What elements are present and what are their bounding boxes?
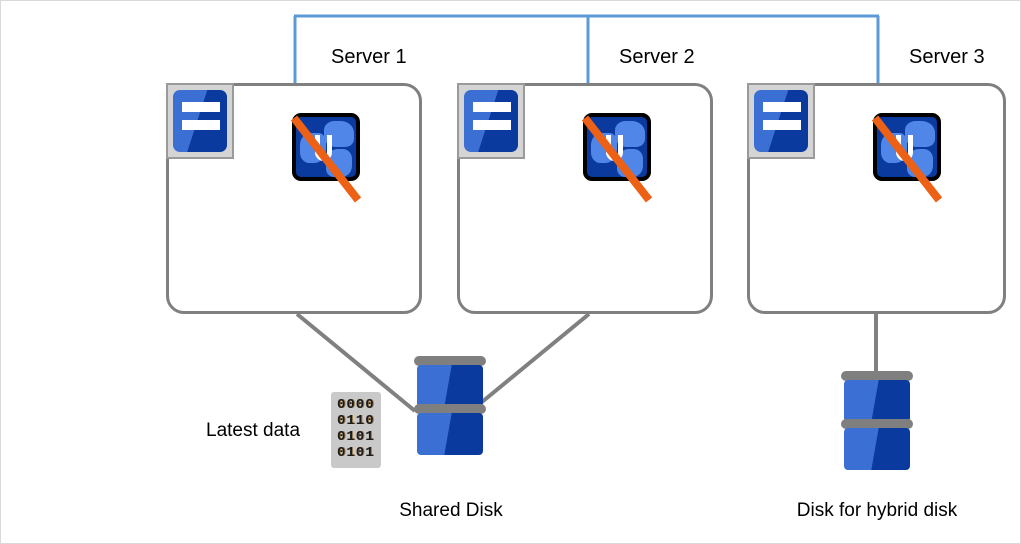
cluster-disabled-icon — [290, 113, 362, 203]
server-rack-body — [754, 90, 808, 152]
shared-disk-caption-line-1: Shared Disk — [399, 500, 503, 521]
server-rack-icon — [457, 83, 525, 159]
server-label-1: Server 1 — [331, 46, 407, 68]
disk-platter-lower — [844, 428, 910, 470]
server-rack-bar-top — [182, 102, 220, 112]
disk-platter-lower — [417, 413, 483, 455]
interconnect-network-lines — [293, 14, 880, 83]
binary-row: 0110 — [337, 413, 375, 429]
shared-disk-icon[interactable] — [414, 356, 486, 456]
binary-row: 0101 — [337, 445, 375, 461]
cluster-disabled-icon — [581, 113, 653, 203]
disk-cap-top — [841, 371, 913, 381]
server-label-2: Server 2 — [619, 46, 695, 68]
server-label-3: Server 3 — [909, 46, 985, 68]
server-box-1[interactable] — [166, 83, 422, 314]
latest-data-label: Latest data — [206, 420, 301, 441]
latest-data-binary-block: 0000 0110 0101 0101 — [331, 392, 381, 468]
server-rack-body — [173, 90, 227, 152]
hybrid-disk-icon[interactable] — [841, 371, 913, 471]
binary-row: 0101 — [337, 429, 375, 445]
hybrid-disk-caption: Disk for hybrid disk resource — [757, 473, 997, 543]
server-rack-bar-top — [763, 102, 801, 112]
disk-cap-top — [414, 356, 486, 366]
server-rack-bar-bottom — [473, 120, 511, 130]
disk-platter-upper — [844, 380, 910, 422]
server-rack-icon — [166, 83, 234, 159]
disk-connector-lines — [295, 312, 878, 413]
connector-server1-to-shared-disk — [295, 312, 417, 413]
server-rack-bar-bottom — [763, 120, 801, 130]
server-box-3[interactable] — [747, 83, 1006, 314]
disk-cap-middle — [841, 419, 913, 429]
server-rack-icon — [747, 83, 815, 159]
cluster-disabled-icon — [871, 113, 943, 203]
server-box-2[interactable] — [457, 83, 713, 314]
disk-cap-middle — [414, 404, 486, 414]
disk-platter-upper — [417, 365, 483, 407]
server-rack-body — [464, 90, 518, 152]
binary-row: 0000 — [337, 397, 375, 413]
connector-server2-to-shared-disk — [469, 312, 591, 413]
shared-disk-caption: Shared Disk for hybrid disk resource — [331, 473, 571, 543]
cluster-icon-square — [873, 113, 941, 181]
server-rack-bar-bottom — [182, 120, 220, 130]
hybrid-disk-caption-line-1: Disk for hybrid disk — [796, 500, 958, 521]
server-rack-bar-top — [473, 102, 511, 112]
